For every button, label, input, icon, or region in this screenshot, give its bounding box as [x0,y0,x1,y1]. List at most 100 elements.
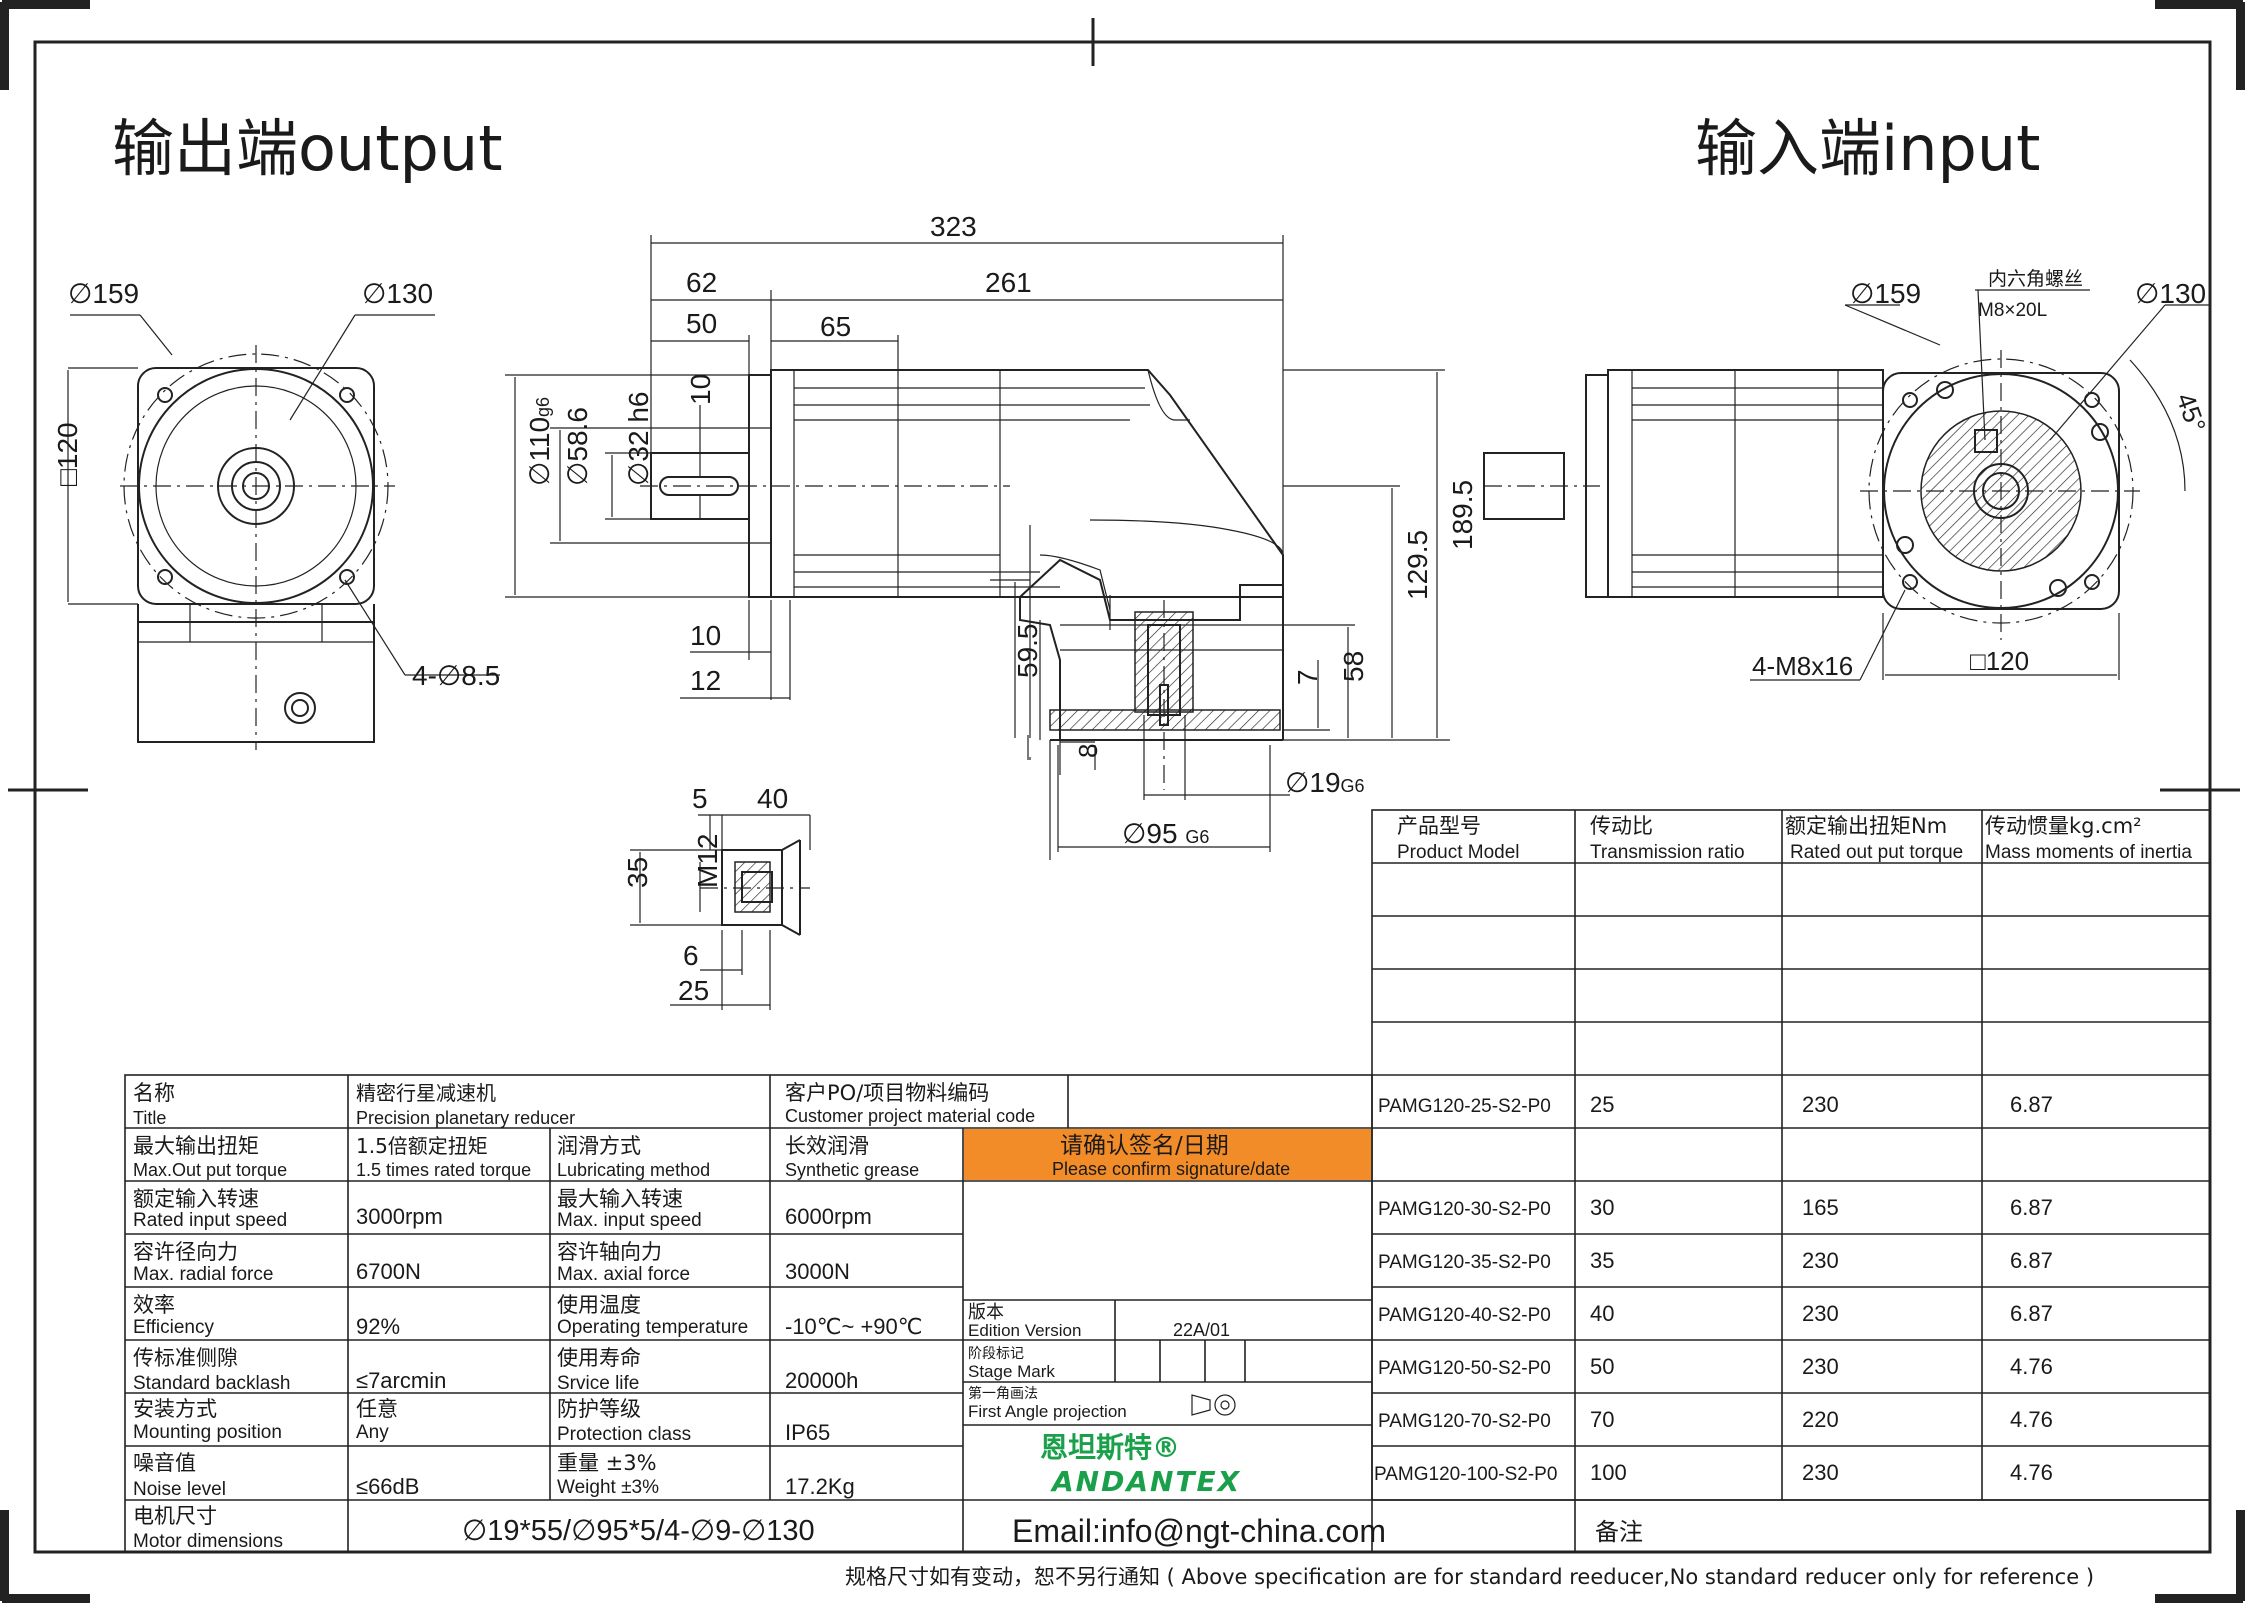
dim-65: 65 [820,311,851,342]
spec-weight-en: Weight ±3% [557,1477,659,1498]
brand-en: ANDANTEX [1050,1465,1241,1498]
spec-mount-val-cn: 任意 [356,1397,398,1421]
dim-m12: M12 [692,834,723,888]
brand-cn: 恩坦斯特® [1040,1431,1180,1464]
screw-cn-label: 内六角螺丝 [1988,268,2083,290]
cell-inertia: 6.87 [2010,1301,2053,1326]
spec-life-en: Srvice life [557,1373,639,1394]
confirm-cn: 请确认签名/日期 [1060,1133,1229,1159]
in-phi159-label: ∅159 [1850,278,1921,309]
out-square-label: □120 [52,422,83,486]
spec-motor-cn: 电机尺寸 [133,1504,217,1528]
table-row: PAMG120-35-S2-P0 35 230 6.87 [1378,1248,2053,1273]
spec-title-val-en: Precision planetary reducer [356,1108,575,1128]
spec-lub-val-en: Synthetic grease [785,1160,919,1180]
table-row: PAMG120-50-S2-P0 50 230 4.76 [1378,1354,2053,1379]
models-table-headers: 产品型号 Product Model 传动比 Transmission rati… [1397,814,2192,863]
dim-58: 58 [1338,651,1369,682]
cell-inertia: 6.87 [2010,1092,2053,1117]
cell-model: PAMG120-50-S2-P0 [1378,1358,1551,1379]
cell-torque: 230 [1802,1460,1839,1485]
projection-cn: 第一角画法 [968,1385,1038,1402]
dim-189-5: 189.5 [1447,480,1478,550]
spec-axial-cn: 容许轴向力 [557,1240,662,1264]
dim-129-5: 129.5 [1402,530,1433,600]
email-link[interactable]: Email:info@ngt-china.com [1012,1513,1386,1549]
cell-torque: 165 [1802,1195,1839,1220]
table-row: PAMG120-25-S2-P0 25 230 6.87 [1378,1092,2053,1117]
hdr-ratio-cn: 传动比 [1590,814,1653,838]
spec-lub-en: Lubricating method [557,1160,710,1180]
models-table [1371,809,2211,1501]
dim-phi110: ∅110g6 [524,397,555,486]
models-table-rows: PAMG120-25-S2-P0 25 230 6.87 PAMG120-30-… [1374,1092,2053,1485]
screw-spec-label: M8×20L [1978,300,2047,321]
specs-table-text: 名称 Title 精密行星减速机 Precision planetary red… [133,1081,1643,1552]
spec-temp-en: Operating temperature [557,1317,748,1338]
spec-mount-cn: 安装方式 [133,1397,217,1421]
spec-rin-val: 3000rpm [356,1204,443,1229]
cell-ratio: 25 [1590,1092,1614,1117]
spec-cust-cn: 客户PO/项目物料编码 [785,1081,989,1105]
spec-mount-val-en: Any [356,1422,389,1443]
edition-val: 22A/01 [1173,1320,1230,1340]
footer-note: 规格尺寸如有变动，恕不另行通知 ( Above specification ar… [845,1565,2094,1589]
cell-ratio: 40 [1590,1301,1614,1326]
cell-model: PAMG120-25-S2-P0 [1378,1096,1551,1117]
hdr-torque-cn: 额定输出扭矩Nm [1785,814,1947,838]
spec-life-val: 20000h [785,1368,858,1393]
hdr-inertia-cn: 传动惯量kg.cm² [1985,814,2142,838]
cell-ratio: 50 [1590,1354,1614,1379]
cell-ratio: 35 [1590,1248,1614,1273]
hdr-model-cn: 产品型号 [1397,814,1481,838]
spec-prot-cn: 防护等级 [557,1397,641,1421]
dim-key10: 10 [685,374,716,405]
input-end-view [1483,289,2210,681]
projection-en: First Angle projection [968,1402,1127,1421]
cell-model: PAMG120-40-S2-P0 [1378,1305,1551,1326]
dim-40: 40 [757,783,788,814]
hdr-ratio-en: Transmission ratio [1590,842,1745,863]
cell-torque: 230 [1802,1354,1839,1379]
cell-ratio: 100 [1590,1460,1627,1485]
dim-25: 25 [678,975,709,1006]
output-end-view [67,314,500,750]
hdr-model-en: Product Model [1397,842,1520,863]
remark-cn: 备注 [1595,1518,1643,1546]
out-phi130-label: ∅130 [362,278,433,309]
shaft-end-detail [630,814,811,1010]
table-row: PAMG120-70-S2-P0 70 220 4.76 [1378,1407,2053,1432]
angle-45-label: 45° [2170,389,2212,436]
spec-axial-en: Max. axial force [557,1264,690,1285]
cell-torque: 230 [1802,1301,1839,1326]
spec-motor-en: Motor dimensions [133,1531,283,1552]
cell-inertia: 4.76 [2010,1407,2053,1432]
cell-inertia: 4.76 [2010,1354,2053,1379]
spec-torque-en: Max.Out put torque [133,1160,287,1180]
dim-8: 8 [1073,744,1103,758]
dim-261: 261 [985,267,1032,298]
spec-torque-cn: 最大输出扭矩 [133,1134,259,1158]
cell-torque: 230 [1802,1248,1839,1273]
spec-lub-cn: 润滑方式 [557,1134,641,1158]
spec-torque-val-en: 1.5 times rated torque [356,1160,531,1180]
spec-weight-cn: 重量 ±3% [557,1451,657,1475]
in-square-label: □120 [1970,646,2029,676]
cell-ratio: 30 [1590,1195,1614,1220]
spec-noise-en: Noise level [133,1479,226,1500]
spec-life-cn: 使用寿命 [557,1346,641,1370]
dim-50: 50 [686,308,717,339]
cell-ratio: 70 [1590,1407,1614,1432]
confirm-en: Please confirm signature/date [1052,1159,1290,1179]
cell-model: PAMG120-100-S2-P0 [1374,1464,1557,1485]
spec-eff-cn: 效率 [133,1293,175,1317]
table-row: PAMG120-30-S2-P0 30 165 6.87 [1378,1195,2053,1220]
dim-phi32: ∅32 h6 [623,392,654,486]
spec-radial-cn: 容许径向力 [133,1240,238,1264]
spec-prot-en: Protection class [557,1424,691,1445]
dim-323: 323 [930,211,977,242]
confirm-signature-box[interactable] [964,1129,1371,1180]
spec-radial-val: 6700N [356,1259,421,1284]
